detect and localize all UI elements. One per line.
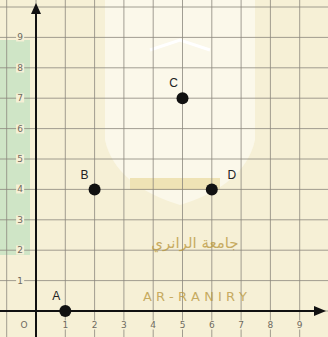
points [59, 92, 218, 317]
y-axis-number: 2 [16, 246, 24, 255]
watermark-text: A R - R A N I R Y [143, 290, 247, 303]
x-axis-number: 3 [120, 321, 128, 330]
point-dot [177, 92, 189, 104]
watermark-roof [150, 40, 210, 50]
y-axis-number: 3 [16, 215, 24, 224]
y-axis-number: 5 [16, 155, 24, 164]
x-axis-number: 6 [208, 321, 216, 330]
watermark-text: جامعة الرانري [151, 236, 238, 251]
origin-label: O [19, 321, 28, 330]
watermark-shield [105, 0, 255, 205]
green-strip [0, 40, 30, 255]
point-label: D [227, 169, 236, 181]
y-axis-number: 1 [16, 276, 24, 285]
point-label: C [169, 77, 178, 89]
x-axis-number: 1 [61, 321, 69, 330]
y-axis-number: 7 [16, 94, 24, 103]
y-axis-number: 4 [16, 185, 24, 194]
x-axis-number: 7 [237, 321, 245, 330]
x-axis-number: 5 [179, 321, 187, 330]
x-axis-number: 2 [91, 321, 99, 330]
y-axis-number: 6 [16, 124, 24, 133]
point-dot [59, 305, 71, 317]
point-label: B [81, 169, 89, 181]
point-dot [206, 183, 218, 195]
y-axis-number: 9 [16, 33, 24, 42]
x-axis-number: 8 [267, 321, 275, 330]
x-axis-number: 4 [149, 321, 157, 330]
x-axis-number: 9 [296, 321, 304, 330]
point-label: A [52, 290, 60, 302]
axes [0, 3, 326, 337]
point-dot [89, 183, 101, 195]
y-axis-number: 8 [16, 63, 24, 72]
